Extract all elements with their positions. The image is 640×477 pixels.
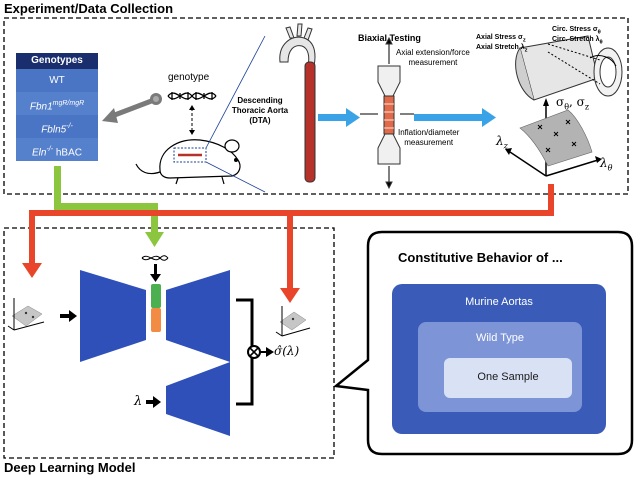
lambda-z-axis-label: λz xyxy=(496,134,508,151)
multiply-operator-icon xyxy=(247,345,261,359)
genotype-table-header: Genotypes xyxy=(16,53,98,69)
input-plot-icon xyxy=(7,298,45,331)
circ-stress-label: Circ. Stress σθ Circ. Stretch λθ xyxy=(552,26,603,46)
experiment-section-title: Experiment/Data Collection xyxy=(4,1,174,16)
bubble-title: Constitutive Behavior of ... xyxy=(398,250,563,265)
bubble-level-murine-aortas: Murine Aortas xyxy=(465,296,533,308)
gray-pointer-arrow xyxy=(102,93,162,123)
red-data-arrow xyxy=(22,184,554,303)
cyan-process-arrow-2 xyxy=(414,108,496,127)
stress-surface-plot xyxy=(505,98,602,177)
plot-data-markers xyxy=(537,119,577,153)
lambda-input-label: λ xyxy=(134,394,143,409)
deep-learning-section-title: Deep Learning Model xyxy=(4,460,136,475)
biaxial-device-icon xyxy=(360,36,414,190)
biaxial-testing-label: Biaxial Testing xyxy=(358,33,421,43)
genotype-label: genotype xyxy=(168,72,210,83)
genotype-row-eln: Eln-/- hBAC xyxy=(16,138,98,161)
genotype-row-wt: WT xyxy=(16,69,98,92)
genotype-table: Genotypes WT Fbn1mgR/mgR Fbln5-/- Eln-/-… xyxy=(16,53,98,165)
bubble-level-wild-type: Wild Type xyxy=(475,332,525,344)
encoder-network xyxy=(80,270,146,362)
dna-icon xyxy=(167,92,217,100)
axial-measurement-label: Axial extension/force measurement xyxy=(396,48,470,67)
latent-genotype-code xyxy=(151,284,161,308)
sigma-axis-label: σθ, σz xyxy=(556,95,590,112)
decoder-network xyxy=(166,270,230,362)
output-plot-icon xyxy=(275,306,311,337)
mouse-icon xyxy=(135,139,241,185)
output-stress-label: σ̂(λ) xyxy=(274,344,300,358)
latent-input-arrow xyxy=(150,264,161,282)
green-genotype-arrow xyxy=(54,166,164,247)
latent-dna-icon xyxy=(141,255,169,261)
lambda-input-arrow xyxy=(146,396,161,408)
inflation-measurement-label: Inflation/diameter measurement xyxy=(398,128,460,147)
input-arrow xyxy=(60,310,77,322)
lambda-theta-axis-label: λθ xyxy=(600,156,613,173)
output-arrowhead xyxy=(266,347,274,357)
lambda-network xyxy=(166,362,230,436)
vessel-stress-icon xyxy=(515,35,623,101)
cyan-process-arrow-1 xyxy=(318,108,360,127)
bubble-level-one-sample: One Sample xyxy=(477,371,539,383)
axial-stress-label: Axial Stress σz Axial Stretch λz xyxy=(476,34,528,54)
genotype-row-fbln5: Fbln5-/- xyxy=(16,115,98,138)
genotype-row-fbn1: Fbn1mgR/mgR xyxy=(16,92,98,115)
deep-learning-section-box xyxy=(3,227,335,459)
bubble-level-inner xyxy=(444,358,572,398)
dta-label: Descending Thoracic Aorta (DTA) xyxy=(231,96,289,125)
latent-data-code xyxy=(151,308,161,332)
aorta-icon xyxy=(279,23,316,183)
mouse-aorta-highlight xyxy=(173,147,207,163)
experiment-section-box xyxy=(3,17,629,195)
